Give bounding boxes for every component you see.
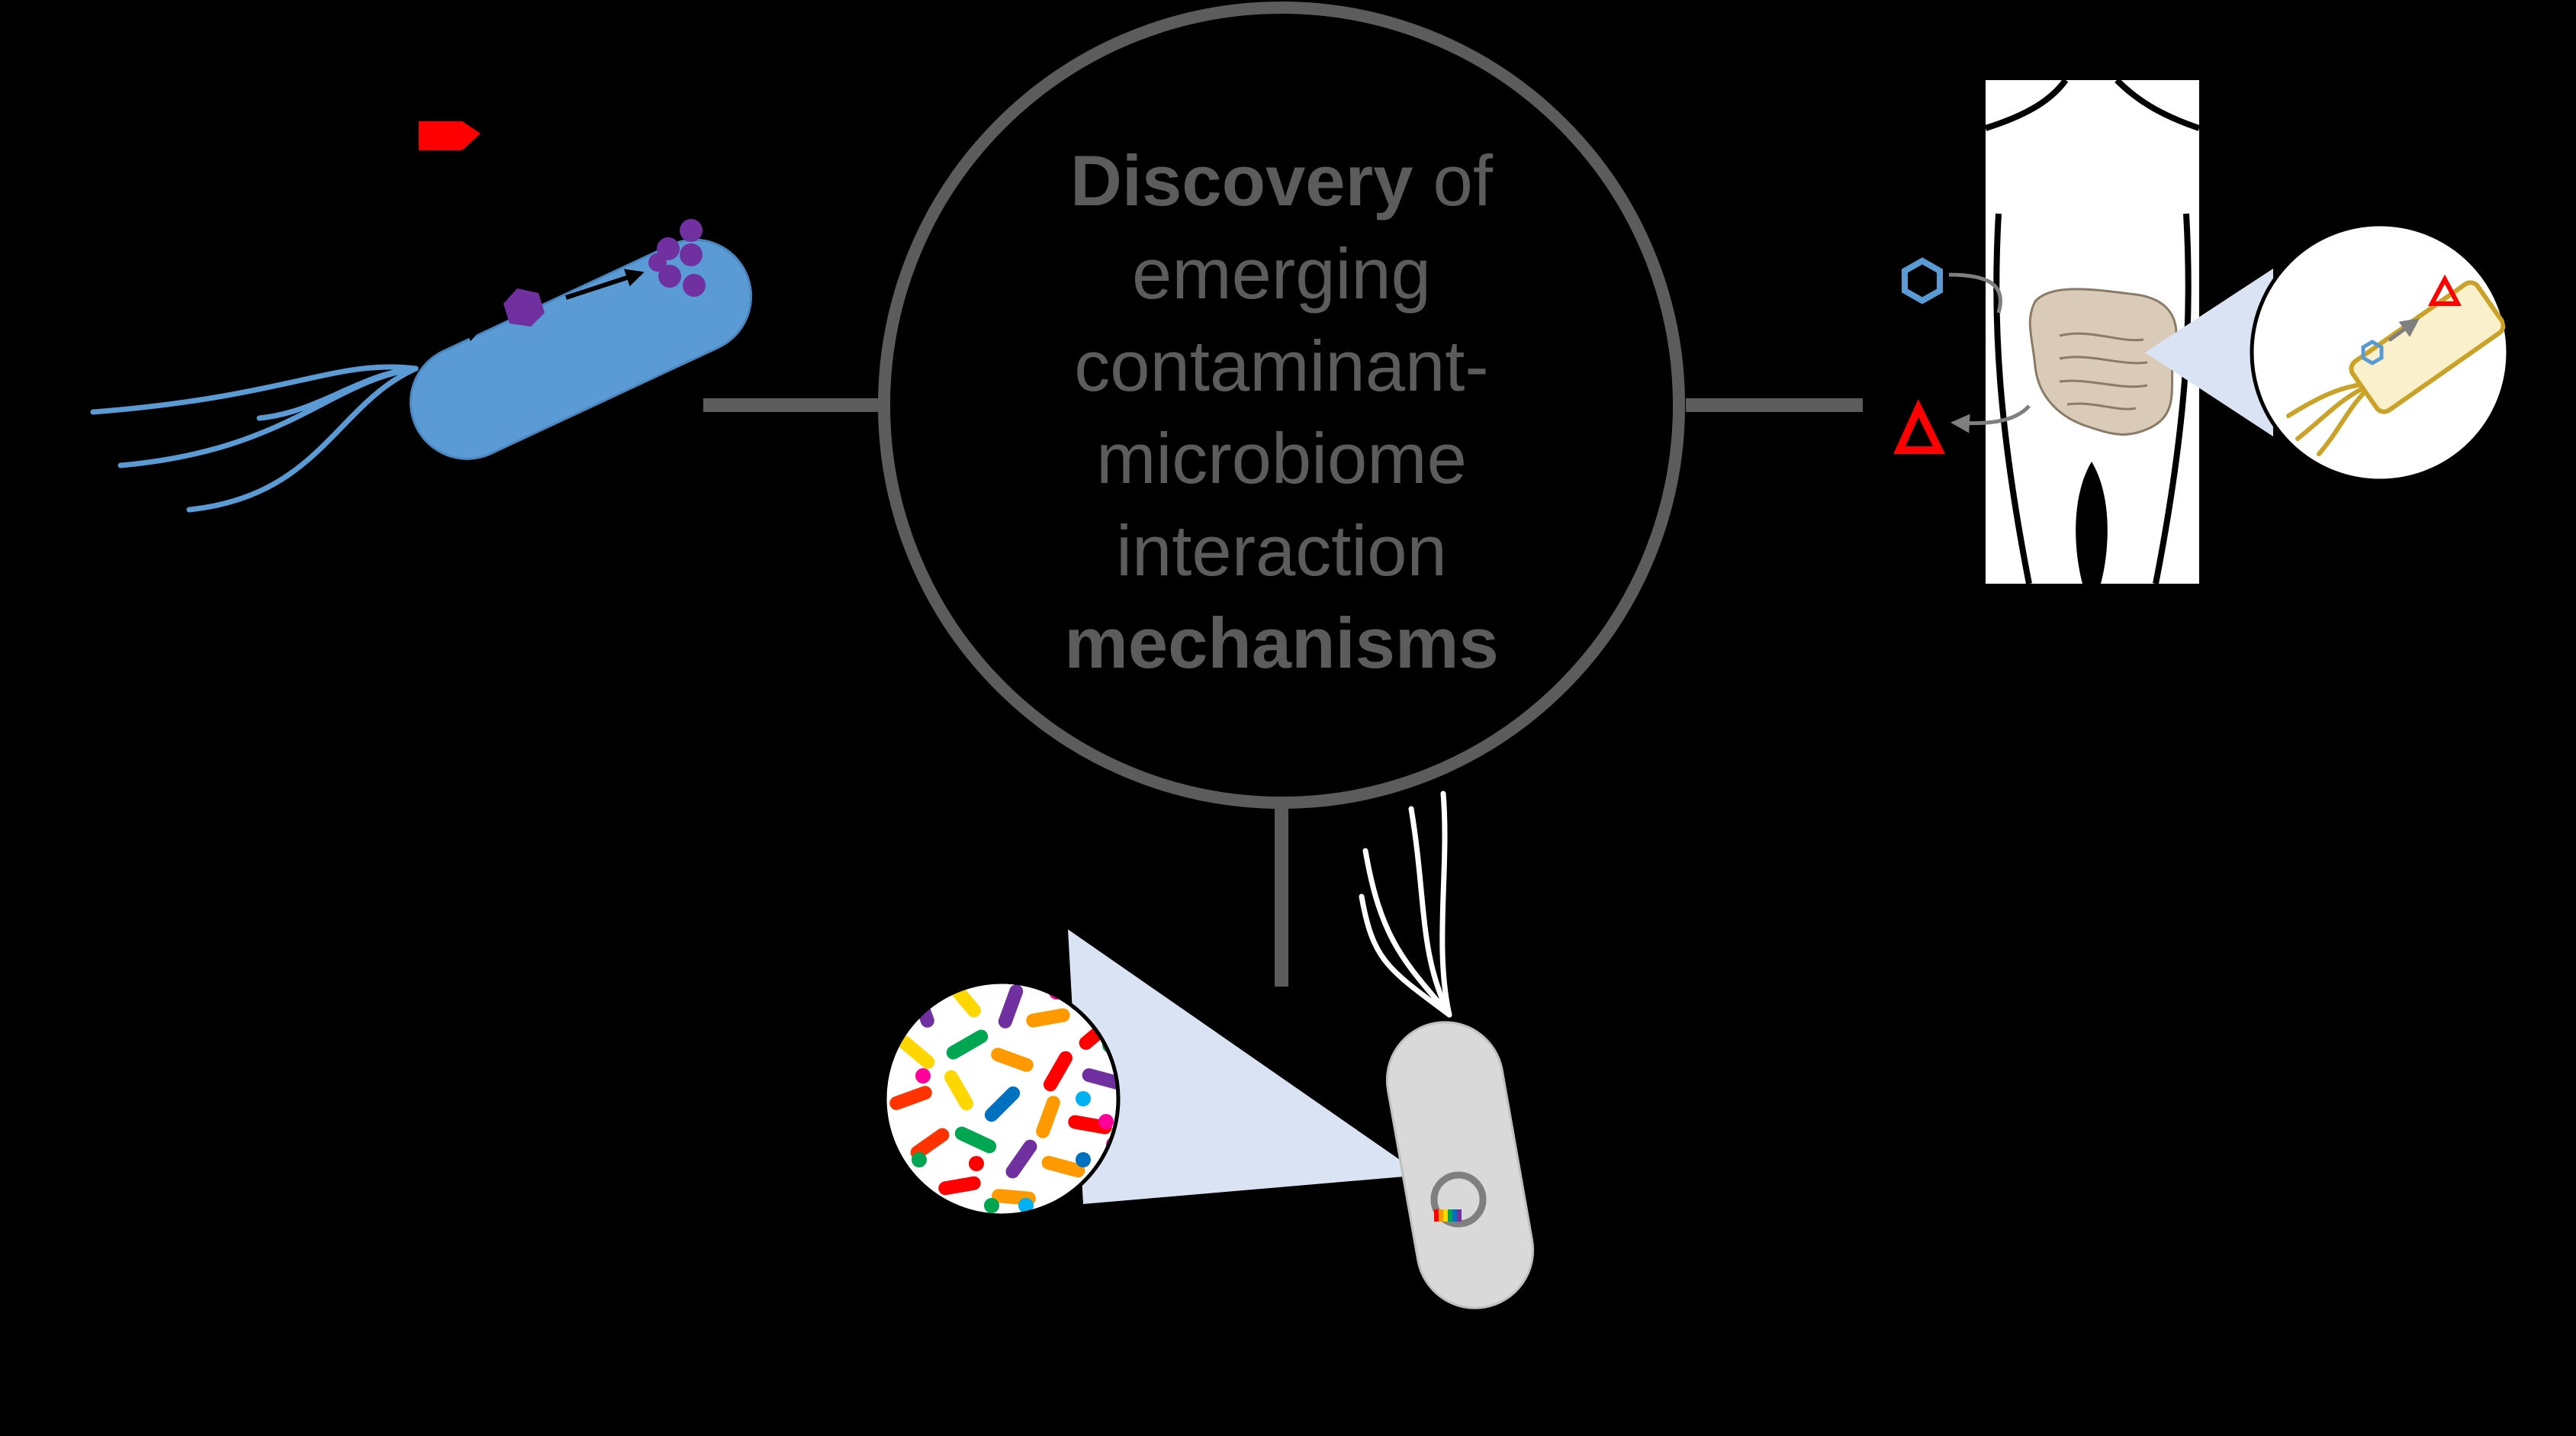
hub-line-4: microbiome (1096, 418, 1467, 498)
plasmid-icon (1430, 1171, 1487, 1228)
hub-line-1: Discovery of (1070, 140, 1494, 221)
hub-line-1-rest: of (1413, 140, 1493, 221)
flagellated-bacterium-icon (409, 238, 753, 460)
hub-line-6: mechanisms (1064, 603, 1499, 683)
community-lens-border (883, 980, 1121, 1218)
ingestion-arrow (1948, 272, 2002, 314)
excretion-arrow (1950, 404, 2031, 433)
hub: Discovery of emerging contaminant- micro… (703, 2, 1863, 987)
hub-line-3: contaminant- (1074, 326, 1488, 406)
uptake-arrow (410, 323, 482, 342)
conversion-arrow (565, 269, 645, 300)
hub-line-2: emerging (1132, 233, 1431, 314)
contaminant-molecule (503, 288, 545, 327)
gut-zoom-cone (2145, 269, 2273, 436)
metabolism-panel (90, 121, 753, 513)
community-panel (883, 790, 1535, 1309)
host-panel (1893, 78, 2510, 584)
triangle-metabolite-icon (1893, 399, 1946, 454)
intestine-icon (2028, 288, 2178, 436)
community-bacterium-flagella (1359, 790, 1452, 1018)
hexagon-compound-icon (1902, 257, 1943, 304)
hub-circle (878, 2, 1685, 809)
metabolite-cluster (648, 219, 706, 297)
flagella (90, 364, 419, 513)
community-bacterium (1385, 1021, 1535, 1309)
magnified-bacterium-icon (2286, 274, 2506, 456)
hub-line-5: interaction (1116, 510, 1447, 591)
hub-line-1-bold: Discovery (1070, 140, 1413, 221)
community-zoom-cone (1068, 929, 1422, 1204)
enzyme-icon (419, 121, 481, 150)
